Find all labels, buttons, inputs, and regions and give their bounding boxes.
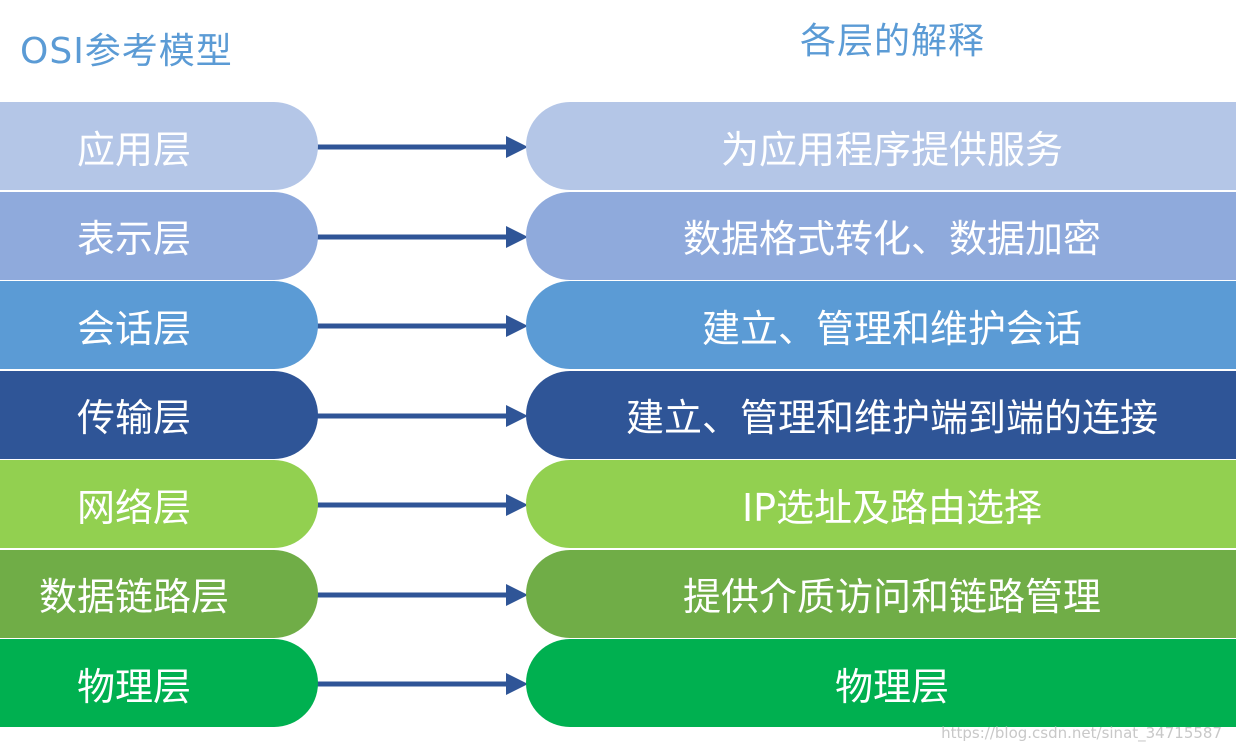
layer-row: 物理层 物理层 bbox=[0, 639, 1236, 729]
layer-description: 数据格式转化、数据加密 bbox=[526, 191, 1236, 280]
layer-name: 物理层 bbox=[0, 639, 318, 727]
arrow-icon bbox=[314, 315, 528, 337]
layer-name: 网络层 bbox=[0, 460, 318, 548]
arrow-icon bbox=[314, 404, 528, 427]
arrow-icon bbox=[314, 583, 528, 606]
layer-explanation-heading: 各层的解释 bbox=[800, 21, 986, 62]
layer-row: IP选址及路由选择 网络层 bbox=[0, 460, 1236, 550]
layer-row: 建立、管理和维护端到端的连接 传输层 bbox=[0, 370, 1236, 461]
watermark: https://blog.csdn.net/sinat_34715587 bbox=[941, 724, 1222, 742]
layer-name: 数据链路层 bbox=[0, 549, 318, 638]
layer-row: 提供介质访问和链路管理 数据链路层 bbox=[0, 549, 1236, 640]
layer-name: 应用层 bbox=[0, 102, 318, 190]
layer-description: 为应用程序提供服务 bbox=[526, 102, 1236, 190]
arrow-icon bbox=[314, 494, 528, 516]
arrow-icon bbox=[314, 136, 528, 158]
layer-row: 数据格式转化、数据加密 表示层 bbox=[0, 191, 1236, 282]
layer-row: 为应用程序提供服务 应用层 bbox=[0, 102, 1236, 192]
osi-model-heading: OSI参考模型 bbox=[20, 31, 233, 72]
layer-description: IP选址及路由选择 bbox=[526, 460, 1236, 548]
layer-description: 提供介质访问和链路管理 bbox=[526, 549, 1236, 638]
layer-name: 传输层 bbox=[0, 370, 318, 459]
arrow-icon bbox=[314, 673, 528, 695]
layer-row: 建立、管理和维护会话 会话层 bbox=[0, 281, 1236, 371]
arrow-icon bbox=[314, 225, 528, 248]
layer-description: 建立、管理和维护端到端的连接 bbox=[526, 370, 1236, 459]
layer-description: 建立、管理和维护会话 bbox=[526, 281, 1236, 369]
layer-description: 物理层 bbox=[526, 639, 1236, 727]
layer-name: 会话层 bbox=[0, 281, 318, 369]
layer-name: 表示层 bbox=[0, 191, 318, 280]
